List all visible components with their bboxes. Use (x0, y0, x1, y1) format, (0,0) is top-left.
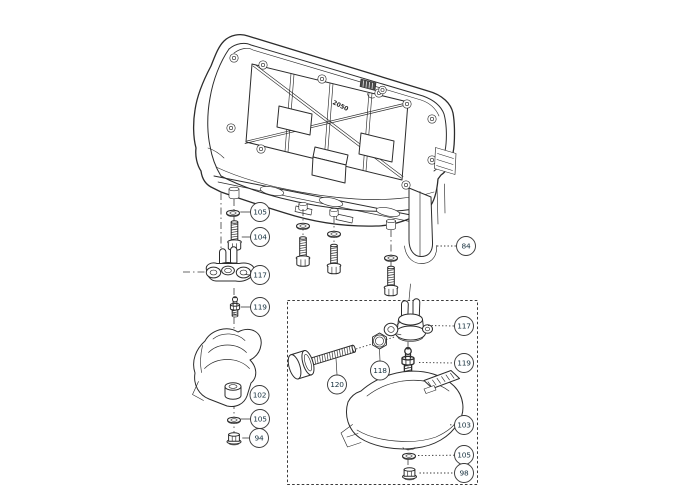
grease-fitting-119-inset (401, 346, 415, 375)
callout-98: 98 (454, 463, 474, 483)
grease-fitting-119-main (229, 296, 241, 318)
callout-105-inset: 105 (454, 445, 474, 465)
callout-103: 103 (454, 415, 474, 435)
callout-119-inset: 119 (454, 353, 474, 373)
callout-117-main: 117 (250, 265, 270, 285)
callout-102: 102 (249, 385, 270, 405)
svg-text:117: 117 (457, 322, 471, 331)
callout-120: 120 (327, 374, 347, 395)
flat-washer-mid-1 (296, 222, 310, 231)
flat-washer-105-upper (226, 209, 240, 218)
caster-bracket-117-main (205, 246, 255, 282)
cap-screw-120 (287, 344, 356, 380)
hood-shell: 2050 (192, 34, 457, 264)
hex-nut-118 (372, 332, 387, 350)
svg-text:119: 119 (253, 303, 267, 312)
curved-cover-102 (192, 328, 262, 407)
callout-94: 94 (249, 428, 269, 448)
svg-text:105: 105 (253, 208, 267, 217)
svg-text:118: 118 (373, 366, 387, 375)
flat-washer-mid-3 (384, 254, 398, 263)
hex-bolt-104 (227, 220, 242, 251)
callout-117-inset: 117 (454, 316, 474, 336)
detail-inset (287, 298, 478, 485)
curved-cover-103 (340, 370, 464, 451)
callout-119-main: 119 (250, 297, 270, 317)
hex-bolt-mid-1 (295, 236, 311, 267)
callout-105-lower: 105 (250, 409, 270, 429)
callout-105-upper: 105 (250, 202, 270, 222)
callout-104: 104 (250, 227, 270, 247)
boss-points (226, 53, 437, 190)
flat-washer-105-inset (402, 452, 416, 461)
svg-text:105: 105 (457, 451, 471, 460)
callout-84: 84 (456, 236, 476, 256)
svg-text:98: 98 (459, 469, 469, 478)
flange-nut-98 (402, 467, 417, 481)
inset-connector-line (408, 283, 411, 301)
callout-leaders (240, 211, 457, 474)
mount-leg (404, 183, 446, 264)
caster-bracket-117-inset (383, 298, 433, 342)
svg-text:120: 120 (330, 380, 344, 389)
svg-text:103: 103 (457, 421, 471, 430)
svg-text:105: 105 (253, 415, 267, 424)
hex-bolt-mid-3 (383, 265, 399, 297)
svg-text:104: 104 (253, 233, 267, 242)
flange-nut-94 (226, 432, 242, 446)
callout-118: 118 (370, 360, 390, 381)
svg-text:94: 94 (254, 434, 264, 443)
svg-text:119: 119 (457, 359, 471, 368)
flat-washer-mid-2 (327, 230, 341, 239)
mount-anchors (228, 186, 396, 230)
flat-washer-105-lower (227, 416, 241, 425)
hex-bolt-mid-2 (326, 243, 342, 275)
vent-ribs (434, 147, 457, 175)
serial-label (359, 78, 387, 99)
svg-text:117: 117 (253, 271, 267, 280)
callouts: 105 104 117 119 102 105 94 84 117 119 10… (249, 202, 476, 483)
svg-text:84: 84 (461, 242, 471, 251)
svg-text:102: 102 (253, 391, 267, 400)
